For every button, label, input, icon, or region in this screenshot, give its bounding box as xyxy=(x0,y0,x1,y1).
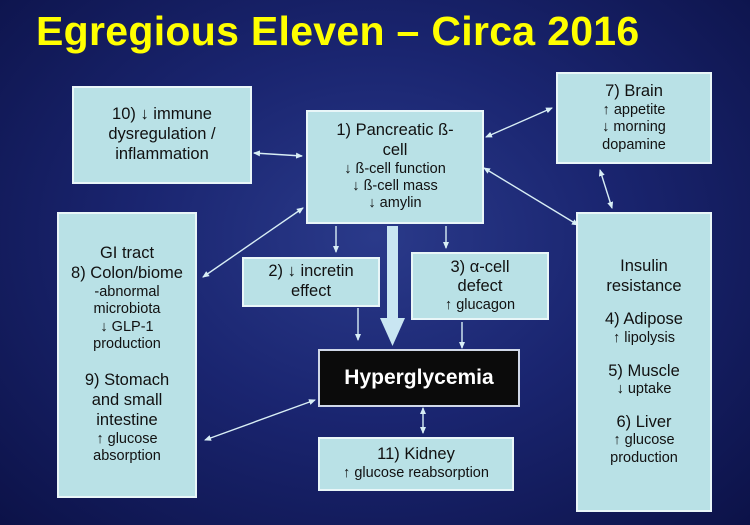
kidney-line1: 11) Kidney xyxy=(377,445,455,464)
pancreatic-line3: ↓ ß-cell function xyxy=(344,160,446,177)
insulin-line7: 6) Liver xyxy=(616,412,672,431)
insulin-line3: 4) Adipose xyxy=(605,310,683,329)
insulin-line5: 5) Muscle xyxy=(608,361,680,380)
brain-box: 7) Brain ↑ appetite ↓ morning dopamine xyxy=(556,72,712,164)
alpha-line1: 3) α-cell xyxy=(450,257,510,276)
insulin-line4: ↑ lipolysis xyxy=(612,330,676,347)
brain-line3: ↓ morning xyxy=(602,119,666,136)
immune-line3: inflammation xyxy=(115,144,209,163)
incretin-line1: 2) ↓ incretin xyxy=(268,262,354,281)
gi-line3: -abnormal xyxy=(94,283,160,300)
insulin-resistance-box: Insulin resistance 4) Adipose ↑ lipolysi… xyxy=(576,212,712,512)
arrow-pancreatic-brain xyxy=(485,107,553,138)
pancreatic-beta-cell-box: 1) Pancreatic ß- cell ↓ ß-cell function … xyxy=(306,110,484,224)
arrow-gi-hyperglycemia xyxy=(204,399,316,441)
gi-line1: GI tract xyxy=(99,244,155,263)
insulin-line1: Insulin xyxy=(620,256,668,275)
arrow-immune-pancreatic xyxy=(253,150,303,159)
brain-line2: ↑ appetite xyxy=(602,101,666,118)
pancreatic-line5: ↓ amylin xyxy=(368,195,422,212)
alpha-line2: defect xyxy=(457,277,503,296)
gi-line5: ↓ GLP-1 xyxy=(100,318,154,335)
arrow-pancreatic-insulin xyxy=(483,167,579,226)
kidney-line2: ↑ glucose reabsorption xyxy=(343,465,489,482)
gi-tract-box: GI tract 8) Colon/biome -abnormal microb… xyxy=(57,212,197,498)
pancreatic-line1: 1) Pancreatic ß- xyxy=(336,121,454,140)
insulin-line8: ↑ glucose xyxy=(613,432,675,449)
incretin-effect-box: 2) ↓ incretin effect xyxy=(242,257,380,307)
gi-line2: 8) Colon/biome xyxy=(71,264,183,283)
brain-line4: dopamine xyxy=(602,136,666,153)
immune-dysregulation-box: 10) ↓ immune dysregulation / inflammatio… xyxy=(72,86,252,184)
insulin-line2: resistance xyxy=(606,276,682,295)
gi-line10: ↑ glucose xyxy=(96,430,158,447)
insulin-line6: ↓ uptake xyxy=(616,381,672,398)
slide-title: Egregious Eleven – Circa 2016 xyxy=(36,8,640,54)
gi-line11: absorption xyxy=(93,448,161,465)
gi-line6: production xyxy=(93,336,161,353)
gi-line4: microbiota xyxy=(93,301,161,318)
alpha-line3: ↑ glucagon xyxy=(444,297,516,314)
gi-line7: 9) Stomach xyxy=(84,371,170,390)
gi-line8: and small xyxy=(91,391,163,410)
incretin-line2: effect xyxy=(290,282,332,300)
alpha-cell-defect-box: 3) α-cell defect ↑ glucagon xyxy=(411,252,549,320)
arrow-pancreatic-gi xyxy=(202,207,304,278)
insulin-line9: production xyxy=(610,449,678,466)
arrow-brain-insulin xyxy=(598,169,614,209)
brain-line1: 7) Brain xyxy=(605,82,663,101)
immune-line1: 10) ↓ immune xyxy=(112,105,212,124)
gi-line9: intestine xyxy=(96,411,158,430)
immune-line2: dysregulation / xyxy=(108,125,216,144)
hyperglycemia-box: Hyperglycemia xyxy=(318,349,520,407)
kidney-box: 11) Kidney ↑ glucose reabsorption xyxy=(318,437,514,491)
arrow-pancreatic-hyperglycemia-large xyxy=(380,226,405,346)
pancreatic-line2: cell xyxy=(382,140,408,159)
pancreatic-line4: ↓ ß-cell mass xyxy=(352,178,438,195)
